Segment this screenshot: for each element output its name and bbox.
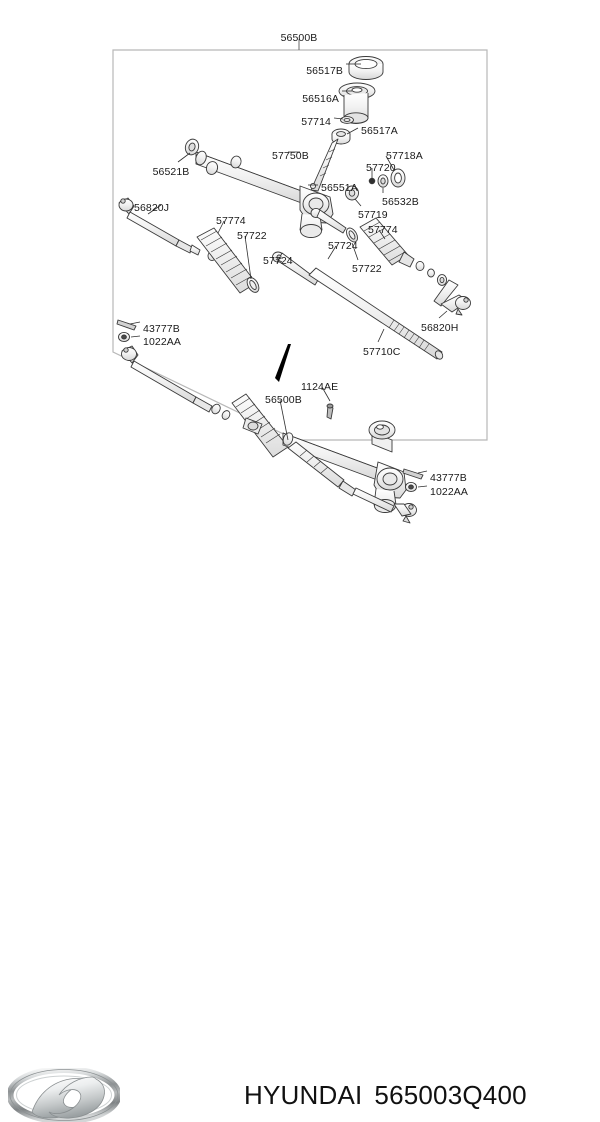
rack-teeth <box>388 319 430 352</box>
diagram-artwork <box>112 39 488 524</box>
part-label-56521b-8: 56521B <box>152 166 190 178</box>
part-57720 <box>368 177 376 185</box>
part-label-56517b-1: 56517B <box>306 65 343 77</box>
part-56500B-housing-top <box>195 150 334 238</box>
part-label-1022aa-22: 1022AA <box>143 336 181 348</box>
part-number: 565003Q400 <box>374 1080 527 1110</box>
part-56551A <box>309 182 317 190</box>
part-tie-rod-right-bottom <box>287 441 417 524</box>
part-label-56551a-9: 56551A <box>321 182 358 194</box>
part-57774-right <box>359 217 415 268</box>
part-label-57774-13: 57774 <box>216 215 246 227</box>
part-56532B <box>377 174 389 188</box>
part-56517A <box>331 128 351 145</box>
part-57718A <box>390 168 406 188</box>
part-label-57724-17: 57724 <box>263 255 293 267</box>
part-label-43777b-25: 43777B <box>430 472 467 484</box>
footer-bar: HYUNDAI 565003Q400 <box>0 528 600 1122</box>
part-label-57722-18: 57722 <box>352 263 382 275</box>
part-56521B <box>184 138 242 175</box>
part-56516A <box>338 82 376 124</box>
part-label-57724-16: 57724 <box>328 240 358 252</box>
part-label-57710c-20: 57710C <box>363 346 401 358</box>
leader-lines <box>129 63 448 488</box>
part-label-57750b-5: 57750B <box>272 150 309 162</box>
part-label-56820h-19: 56820H <box>421 322 459 334</box>
hardware-cluster-right <box>415 260 448 286</box>
part-57714 <box>340 116 354 124</box>
part-56500B-housing-bottom <box>242 417 407 513</box>
part-57710C <box>308 267 444 360</box>
complete-assembly <box>116 319 424 524</box>
part-57724-right <box>310 207 347 234</box>
exploded-assembly <box>118 56 471 360</box>
part-label-57718a-6: 57718A <box>386 150 423 162</box>
part-57722-right <box>346 227 358 243</box>
part-43777B-top <box>116 319 137 331</box>
brand-name: HYUNDAI <box>244 1080 363 1110</box>
part-tie-rod-end-left-bottom <box>121 345 231 420</box>
part-1022AA-top <box>118 331 130 343</box>
part-label-57722-15: 57722 <box>237 230 267 242</box>
part-57722-left <box>246 277 260 293</box>
part-label-43777b-21: 43777B <box>143 323 180 335</box>
footer-caption: HYUNDAI 565003Q400 <box>244 1080 527 1111</box>
callout-arrow <box>275 344 291 382</box>
part-57719 <box>345 185 359 201</box>
parts-diagram-sheet: 56500B 56517B 56516A 57714 56517A 57750B 57718… <box>0 32 600 1122</box>
part-label-57774-14: 57774 <box>368 224 398 236</box>
part-57724-left <box>272 251 319 286</box>
part-1022AA-bottom <box>405 481 417 493</box>
part-label-56820j-11: 56820J <box>134 202 170 214</box>
part-label-57719-12: 57719 <box>358 209 388 221</box>
part-57774-left <box>196 227 257 294</box>
part-label-57714-3: 57714 <box>301 116 331 128</box>
part-label-1124ae-23: 1124AE <box>301 381 339 393</box>
part-1124AE <box>326 403 334 420</box>
part-56820J <box>118 197 201 256</box>
part-label-56532b-10: 56532B <box>382 196 419 208</box>
part-label-56517a-4: 56517A <box>361 125 398 137</box>
part-label-57720-7: 57720 <box>366 162 396 174</box>
part-57750B <box>310 138 339 192</box>
hyundai-logo <box>8 1068 120 1122</box>
part-56820H <box>433 279 471 316</box>
part-label-56500b-24: 56500B <box>265 394 302 406</box>
part-label-1022aa-26: 1022AA <box>430 486 468 498</box>
part-label-56516a-2: 56516A <box>302 93 339 105</box>
part-label-56500b-0: 56500B <box>280 32 318 44</box>
part-43777B-bottom <box>402 468 424 480</box>
part-56517B <box>348 56 384 80</box>
